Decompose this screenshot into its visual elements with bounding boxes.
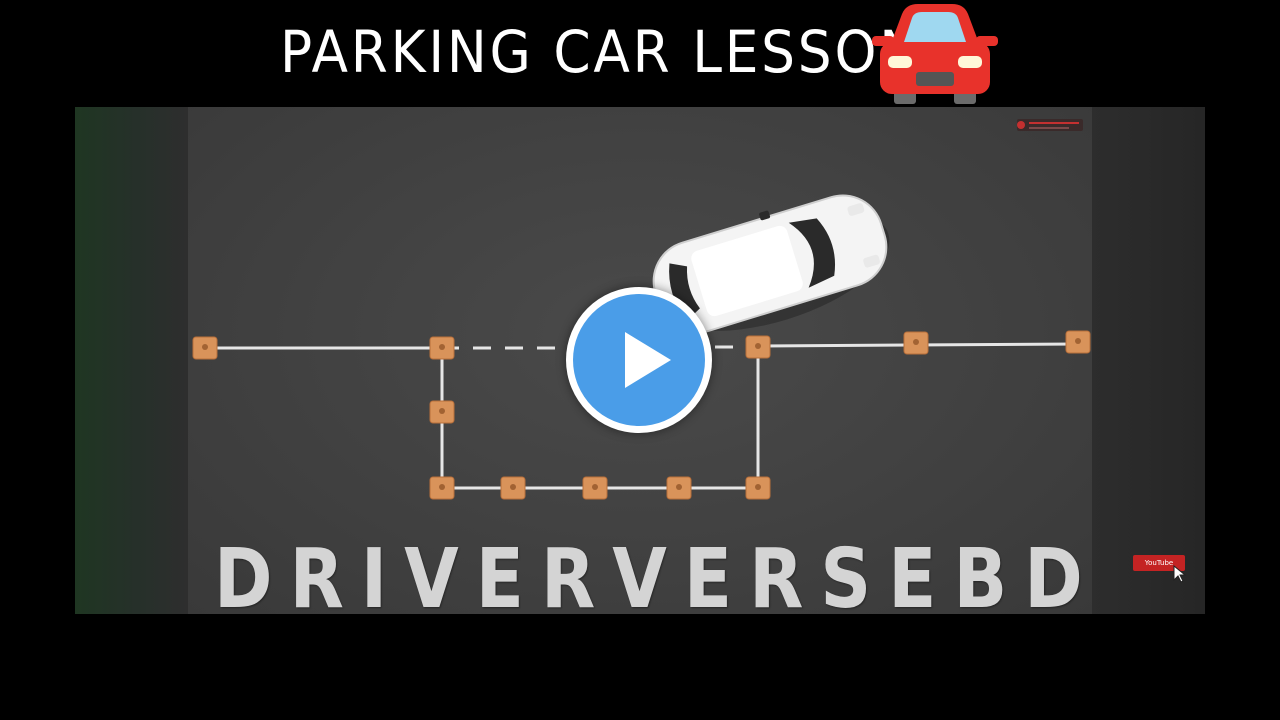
grass-strip [75,107,188,614]
channel-watermark: DRIVERVERSEBD [214,532,1100,627]
play-button[interactable] [566,287,712,433]
red-car-emoji-icon [872,4,998,104]
video-title: PARKING CAR LESSON [280,18,922,86]
cursor-icon [1173,565,1187,583]
play-icon [625,332,671,388]
channel-logo [1017,119,1083,131]
white-car [652,194,890,334]
youtube-badge[interactable]: YouTube [1133,555,1185,571]
side-strip [1092,107,1205,614]
parking-diagram [192,119,1091,500]
play-button-fill [573,294,705,426]
